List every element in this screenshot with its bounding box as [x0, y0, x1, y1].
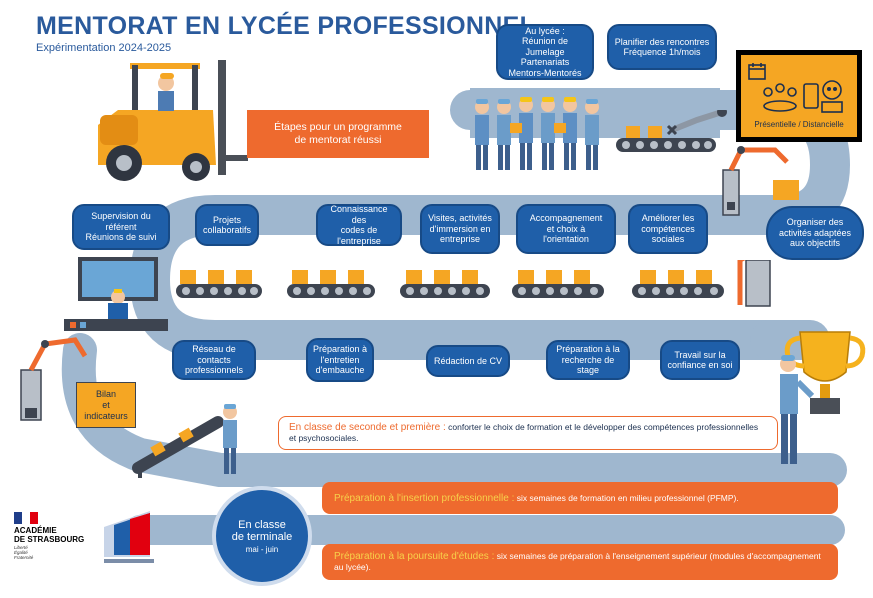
step-competences: Améliorer les compétences sociales [628, 204, 708, 254]
step-visites: Visites, activités d'immersion en entrep… [420, 204, 500, 254]
remote-devices-icon [803, 80, 843, 113]
supervision-monitor-illustration [64, 257, 168, 331]
page-subtitle: Expérimentation 2024-2025 [36, 42, 172, 54]
step-planifier: Planifier des rencontres Fréquence 1h/mo… [607, 24, 717, 70]
terminale-line2: de terminale [231, 530, 293, 543]
phase-poursuite-etudes: Préparation à la poursuite d'études : si… [322, 544, 838, 580]
page-title: MENTORAT EN LYCÉE PROFESSIONNEL [36, 12, 536, 40]
academie-name-1: ACADÉMIE [14, 526, 57, 535]
phase-seconde-premiere: En classe de seconde et première : confo… [278, 416, 778, 450]
step-au-lycee: Au lycée : Réunion de Jumelage Partenari… [496, 24, 594, 80]
mode-box: Présentielle / Distancielle [736, 50, 862, 142]
step-accompagnement: Accompagnement et choix à l'orientation [516, 204, 616, 254]
forklift-illustration [98, 60, 248, 181]
conveyors-middle-illustration [176, 260, 771, 307]
conveyor-top-illustration [616, 110, 727, 152]
step-reseau: Réseau de contacts professionnels [172, 340, 256, 380]
intro-box: Étapes pour un programme de mentorat réu… [247, 110, 429, 158]
meeting-icon [763, 83, 797, 112]
robot-arm-right-illustration [722, 146, 799, 216]
phase-insertion: Préparation à l'insertion professionnell… [322, 482, 838, 514]
terminale-line3: mai - juin [245, 544, 279, 554]
inclined-conveyor-illustration [132, 404, 237, 478]
step-entretien: Préparation à l'entretien d'embauche [306, 338, 374, 382]
robot-arm-left-illustration [20, 337, 88, 421]
mode-label: Présentielle / Distancielle [754, 120, 844, 129]
phase-poursuite-highlight: Préparation à la poursuite d'études : [334, 551, 495, 562]
step-organiser: Organiser des activités adaptées aux obj… [766, 206, 864, 260]
bilan-box: Bilan et indicateurs [76, 382, 136, 428]
phase-seconde-text: conforter le choix de formation et le dé… [289, 422, 759, 443]
marianne-flag-icon [14, 512, 38, 524]
workers-group-illustration [475, 97, 599, 170]
step-recherche-stage: Préparation à la recherche de stage [546, 340, 630, 380]
phase-insertion-text: six semaines de formation en milieu prof… [514, 492, 739, 503]
worker-trophy-illustration [780, 355, 815, 464]
academie-name-2: DE STRASBOURG [14, 535, 85, 544]
step-confiance: Travail sur la confiance en soi [660, 340, 740, 380]
terminale-circle: En classe de terminale mai - juin [212, 486, 312, 586]
step-projets: Projets collaboratifs [195, 204, 259, 246]
trophy-icon [784, 331, 866, 414]
school-logo-icon [104, 511, 154, 563]
terminale-line1: En classe [238, 518, 286, 531]
step-cv: Rédaction de CV [426, 345, 510, 377]
step-supervision: Supervision du référent Réunions de suiv… [72, 204, 170, 250]
phase-poursuite-text: six semaines de préparation à l'enseigne… [334, 551, 821, 572]
step-codes-entreprise: Connaissance des codes de l'entreprise [316, 204, 402, 246]
academie-logo: ACADÉMIE DE STRASBOURG Liberté Égalité F… [14, 512, 98, 572]
phase-seconde-highlight: En classe de seconde et première : [289, 422, 446, 433]
republic-motto: Liberté Égalité Fraternité [14, 545, 34, 560]
phase-insertion-highlight: Préparation à l'insertion professionnell… [334, 492, 515, 504]
calendar-icon [748, 63, 766, 80]
